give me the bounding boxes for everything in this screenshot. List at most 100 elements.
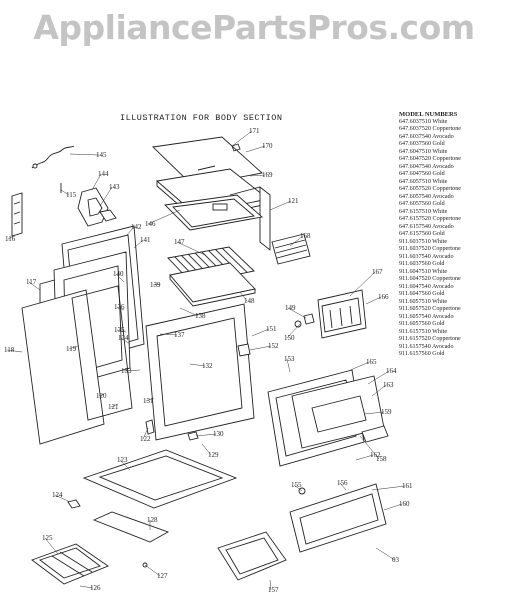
part-number-label: 156 (337, 479, 348, 487)
part-number-label: 158 (376, 455, 387, 463)
leader-line (110, 403, 119, 408)
model-number-row: 911.6157560 Gold (399, 351, 445, 358)
part-number-label: 164 (386, 367, 397, 375)
model-number-row: 647.6057520 Coppertone (399, 186, 461, 193)
part-145-power-cord (31, 145, 75, 169)
leader-line (28, 281, 41, 291)
leader-line (231, 130, 253, 147)
part-158-handle (361, 425, 389, 443)
leader-line (286, 358, 291, 373)
leader-line (120, 337, 131, 345)
part-number-label: 124 (52, 491, 63, 499)
part-number-label: 146 (145, 220, 156, 228)
part-152 (237, 343, 251, 357)
leader-line (287, 307, 307, 319)
model-number-row: 647.6047510 White (399, 148, 448, 155)
leader-line (245, 145, 266, 153)
leader-line (6, 349, 23, 353)
model-number-row: 647.6047560 Gold (399, 171, 445, 178)
part-143-144 (77, 187, 117, 227)
leader-line (123, 369, 141, 372)
part-number-label: 169 (262, 171, 273, 179)
model-number-row: 647.6037510 White (399, 118, 448, 125)
part-number-label: 130 (213, 430, 224, 438)
model-number-row: 647.6047540 Avocado (399, 163, 454, 170)
part-number-label: 134 (118, 334, 129, 342)
part-number-label: 170 (262, 142, 273, 150)
part-number-label: 125 (42, 534, 53, 542)
leader-line (286, 323, 301, 339)
leader-line (142, 427, 149, 440)
model-number-row: 911.6057510 White (399, 298, 448, 305)
part-number-label: 03 (392, 556, 400, 564)
model-number-row: 911.6157540 Avocado (399, 343, 454, 350)
part-number-label: 139 (150, 281, 161, 289)
leader-line (125, 226, 135, 237)
model-number-row: 647.6047520 Coppertone (399, 156, 461, 163)
model-number-row: 911.6037510 White (399, 238, 448, 245)
part-124-foot (67, 499, 81, 509)
part-number-label: 133 (121, 367, 132, 375)
part-number-label: 142 (131, 223, 142, 231)
leader-line (189, 363, 206, 367)
leader-line (367, 370, 390, 385)
part-number-label: 145 (96, 151, 107, 159)
leader-line (349, 271, 376, 297)
part-lower-drawer (217, 531, 287, 581)
part-125-drawer-tray (31, 543, 109, 585)
leader-line (144, 564, 161, 577)
part-number-label: 171 (249, 127, 260, 135)
part-number-label: 118 (4, 346, 15, 354)
part-number-label: 115 (66, 191, 77, 199)
part-122 (145, 419, 155, 435)
leader-line (69, 153, 100, 156)
part-116-bracket (11, 192, 23, 237)
part-number-label: 152 (268, 342, 279, 350)
part-number-label: 119 (66, 345, 77, 353)
part-number-label: 166 (378, 293, 389, 301)
part-number-label: 143 (109, 183, 120, 191)
model-number-row: 647.6037540 Avocado (399, 133, 454, 140)
part-118-outer-panel (21, 285, 133, 445)
model-number-row: 911.6057560 Gold (399, 321, 445, 328)
leader-line (115, 273, 125, 283)
leader-line (54, 494, 71, 503)
part-number-label: 160 (399, 500, 410, 508)
model-number-row: 911.6157520 Coppertone (399, 336, 461, 343)
part-166-167 (317, 289, 367, 339)
part-number-label: 137 (174, 331, 185, 339)
model-number-row: 911.6057520 Coppertone (399, 306, 461, 313)
part-number-label: 168 (300, 232, 311, 240)
part-number-label: 155 (291, 481, 302, 489)
model-number-row: 911.6157510 White (399, 328, 448, 335)
leader-line (239, 291, 248, 302)
model-number-row: 647.6037520 Coppertone (399, 126, 461, 133)
part-number-label: 129 (208, 451, 219, 459)
part-137-door-frame (145, 303, 255, 441)
part-number-label: 116 (5, 235, 16, 243)
part-146 (164, 194, 263, 231)
leader-line (116, 306, 125, 311)
part-number-label: 132 (202, 362, 213, 370)
leader-line (195, 433, 217, 437)
part-number-label: 122 (140, 435, 151, 443)
leader-line (119, 459, 131, 471)
part-number-label: 148 (244, 297, 255, 305)
leader-line (249, 174, 266, 177)
leader-line (44, 537, 59, 555)
model-number-row: 647.6157520 Coppertone (399, 216, 461, 223)
part-number-label: 135 (114, 326, 125, 334)
model-number-row: 911.6047560 Gold (399, 291, 445, 298)
model-number-row: 647.6057560 Gold (399, 201, 445, 208)
part-number-label: 161 (402, 482, 413, 490)
part-number-label: 150 (284, 334, 295, 342)
leader-line (159, 333, 178, 336)
model-number-row: 911.6037560 Gold (399, 261, 445, 268)
leader-line (98, 393, 105, 397)
leader-line (99, 186, 113, 207)
leader-line (371, 384, 387, 397)
part-number-label: 140 (113, 270, 124, 278)
leader-line (359, 435, 380, 460)
